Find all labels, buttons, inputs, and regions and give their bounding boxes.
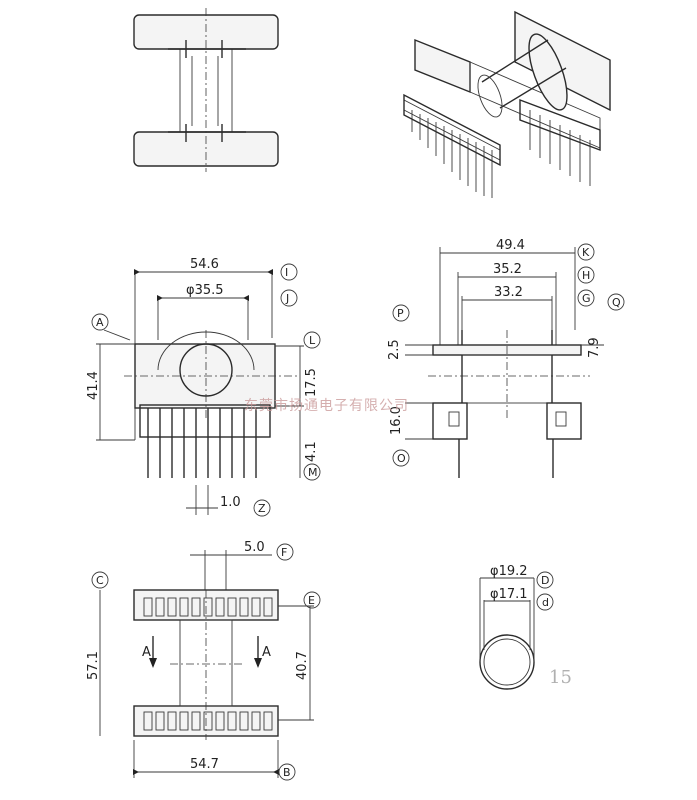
isometric-view [403, 10, 611, 198]
dim-front-bore: φ35.5 [186, 283, 224, 298]
dim-side-total: 49.4 [496, 238, 525, 253]
section-label-left: A [142, 645, 151, 660]
front-view: 54.6 φ35.5 41.4 17.5 [86, 257, 319, 515]
watermark-text: 东莞市扬通电子有限公司 [244, 397, 409, 414]
svg-text:G: G [582, 292, 591, 305]
svg-text:L: L [309, 334, 316, 347]
dim-front-mid: 17.5 [304, 368, 319, 397]
page-number: 15 [549, 667, 572, 688]
top-view [133, 8, 279, 172]
dim-side-mid: 35.2 [493, 262, 522, 277]
svg-text:d: d [542, 596, 549, 609]
front-pins [147, 408, 257, 478]
svg-text:J: J [285, 292, 289, 305]
side-view: 49.4 35.2 33.2 2.5 7.9 16.0 [387, 238, 604, 478]
bottom-pin-slots-bottom [143, 711, 273, 731]
svg-text:M: M [308, 466, 318, 479]
dim-bottom-pitch: 5.0 [244, 540, 265, 555]
svg-text:F: F [281, 546, 287, 559]
svg-text:A: A [96, 316, 104, 329]
svg-text:C: C [96, 574, 104, 587]
tube-view: φ19.2 φ17.1 15 [479, 564, 572, 690]
label-G: G [577, 289, 595, 307]
label-D: D [536, 571, 554, 589]
dim-bottom-width: 54.7 [190, 757, 219, 772]
svg-text:K: K [582, 246, 590, 259]
dim-side-right: 7.9 [587, 337, 602, 358]
dim-pin-pitch: 1.0 [220, 495, 241, 510]
svg-text:Z: Z [258, 502, 266, 515]
label-d: d [536, 593, 554, 611]
svg-text:B: B [283, 766, 291, 779]
label-I: I [280, 263, 298, 281]
dim-front-height: 41.4 [86, 371, 101, 400]
svg-text:H: H [582, 269, 590, 282]
label-J: J [280, 289, 298, 307]
label-C: C [91, 571, 109, 589]
label-A: A [91, 313, 109, 331]
label-P: P [392, 304, 410, 322]
label-L: L [303, 331, 321, 349]
svg-text:D: D [541, 574, 549, 587]
dim-side-flange: 2.5 [387, 339, 402, 360]
section-label-right: A [262, 645, 271, 660]
bottom-view: 5.0 A A 57.1 [86, 540, 314, 778]
dim-front-pin-len: 4.1 [304, 441, 319, 462]
dim-tube-outer: φ19.2 [490, 564, 528, 579]
bottom-pin-slots-top [143, 597, 273, 617]
svg-text:I: I [285, 266, 288, 279]
dim-front-width: 54.6 [190, 257, 219, 272]
label-F: F [276, 543, 294, 561]
svg-text:Q: Q [612, 296, 621, 309]
dim-tube-inner: φ17.1 [490, 587, 528, 602]
dim-bottom-inner: 40.7 [295, 651, 310, 680]
iso-pins [411, 110, 591, 198]
svg-text:O: O [397, 452, 406, 465]
label-O: O [392, 449, 410, 467]
label-K: K [577, 243, 595, 261]
label-H: H [577, 266, 595, 284]
dim-side-lower: 16.0 [389, 406, 404, 435]
label-B: B [278, 763, 296, 781]
label-Z: Z [253, 499, 271, 517]
label-Q: Q [607, 293, 625, 311]
svg-text:E: E [308, 594, 315, 607]
dim-bottom-height: 57.1 [86, 651, 101, 680]
label-M: M [303, 463, 321, 481]
dim-side-inner: 33.2 [494, 285, 523, 300]
label-E: E [303, 591, 321, 609]
svg-text:P: P [397, 307, 404, 320]
